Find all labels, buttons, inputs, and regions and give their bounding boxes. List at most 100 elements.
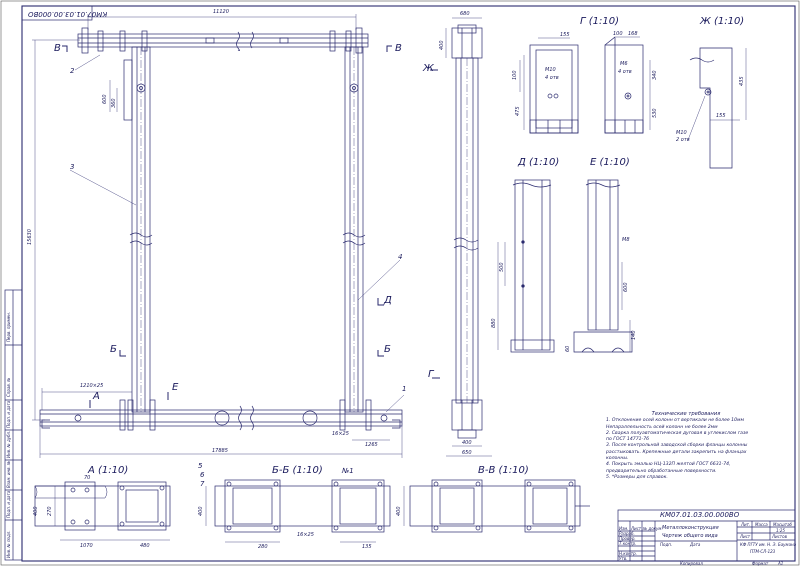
callout-n1: №1 bbox=[342, 467, 354, 475]
g-m6: М6 bbox=[620, 61, 628, 67]
dim-650: 650 bbox=[462, 450, 472, 456]
stamp-designation: КМ07.01.03.00.000ВО bbox=[660, 511, 740, 519]
d-500: 500 bbox=[499, 262, 505, 272]
dim-15630: 15630 bbox=[27, 229, 33, 245]
tech-line: 4. Покрыть эмалью НЦ-132П желтой ГОСТ 66… bbox=[606, 462, 731, 468]
stamp-doc: № докум. bbox=[643, 526, 663, 531]
e-140: 140 bbox=[631, 330, 637, 340]
dim-1265: 1265 bbox=[365, 442, 378, 448]
stamp-title-2: Чертеж общего вида bbox=[662, 533, 718, 539]
strip-inv-podl: Инв. № подл. bbox=[6, 530, 11, 558]
g-m10: М10 bbox=[545, 67, 556, 73]
tech-line: 2. Сварка полуавтоматическая дуговая в у… bbox=[606, 430, 749, 436]
g-4otv: 4 отв bbox=[545, 75, 559, 81]
b-135: 135 bbox=[362, 544, 372, 550]
dim-1210: 1210×25 bbox=[80, 383, 104, 389]
stamp-razrab: Разраб. bbox=[619, 531, 635, 536]
stamp-format: Формат bbox=[752, 561, 769, 566]
stamp-copied: Копировал bbox=[680, 561, 703, 566]
stamp-list: Лист bbox=[631, 526, 642, 531]
d-880: 880 bbox=[491, 318, 497, 328]
stamp-org-1: КФ ПГТУ им. Н. Э. Баумана bbox=[740, 542, 797, 547]
strip-podp1: Подп. и дата bbox=[6, 400, 11, 428]
stamp-hdr-sheet: Лист bbox=[740, 534, 751, 539]
strip-inv-dubl: Инв. № дубл. bbox=[6, 430, 11, 458]
marker-e: Е bbox=[172, 382, 179, 393]
stamp-title-1: Металлоконструкция bbox=[662, 525, 719, 531]
marker-a: А bbox=[93, 391, 100, 402]
stamp-format-value: А1 bbox=[778, 561, 784, 566]
callout-4: 4 bbox=[398, 253, 403, 261]
marker-bb1: Б bbox=[110, 344, 117, 355]
tech-line: 3. После контрольной заводской сборки фл… bbox=[606, 443, 748, 449]
marker-b1: В bbox=[54, 43, 61, 54]
stamp-utv: Утв. bbox=[619, 556, 628, 561]
marker-b2: В bbox=[395, 43, 402, 54]
view-title-g: Г (1:10) bbox=[580, 16, 620, 27]
dim-1120: 11120 bbox=[213, 9, 229, 15]
stamp-hdr-mass: Масса bbox=[755, 522, 768, 527]
b-400: 400 bbox=[198, 506, 204, 516]
tech-line: Непараллельность осей колонн не более 2м… bbox=[606, 424, 718, 430]
marker-d: Д bbox=[384, 295, 392, 306]
g-168: 168 bbox=[628, 31, 638, 37]
callout-6: 6 bbox=[200, 471, 205, 479]
dim-400a: 400 bbox=[439, 40, 445, 50]
e-60: 60 bbox=[565, 345, 571, 352]
tech-line: расстыковать. Крепежные детали закрепить… bbox=[606, 449, 747, 455]
tech-line: предварительно обработанные поверхности. bbox=[606, 468, 717, 474]
b-16x25: 16×25 bbox=[297, 532, 314, 538]
g-155: 155 bbox=[560, 32, 570, 38]
callout-3: 3 bbox=[70, 163, 75, 171]
stamp-sign: Подп. bbox=[660, 542, 673, 547]
v-400: 400 bbox=[396, 506, 402, 516]
marker-zh: Ж bbox=[423, 63, 434, 74]
zh-155: 155 bbox=[716, 113, 726, 119]
stamp-nkontr: Н.контр. bbox=[619, 551, 637, 556]
a-400: 400 bbox=[33, 506, 39, 516]
stamp-izm: Изм. bbox=[619, 526, 629, 531]
zh-m10: М10 bbox=[676, 130, 687, 136]
dim-16x25: 16×25 bbox=[332, 431, 349, 437]
zh-2otv: 2 отв bbox=[676, 137, 690, 143]
a-480: 480 bbox=[140, 543, 150, 549]
callout-2: 2 bbox=[70, 67, 75, 75]
callout-5: 5 bbox=[198, 462, 203, 470]
stamp-hdr-lit: Лит. bbox=[741, 522, 751, 527]
view-title-vv: В-В (1:10) bbox=[478, 465, 529, 476]
tech-line: 5. *Размеры для справок. bbox=[606, 474, 668, 480]
e-m8: М8 bbox=[622, 237, 630, 243]
strip-sprav: Справ. № bbox=[6, 377, 11, 397]
stamp-scale: 1:25 bbox=[776, 528, 785, 533]
top-designation: КМ07.01.03.00.000ВО bbox=[28, 10, 108, 18]
marker-bb2: Б bbox=[384, 344, 391, 355]
callout-7: 7 bbox=[200, 480, 205, 488]
dim-680: 680 bbox=[460, 11, 470, 17]
view-title-zh: Ж (1:10) bbox=[700, 16, 745, 27]
g-475: 475 bbox=[515, 106, 521, 116]
tech-title: Технические требования bbox=[651, 411, 721, 417]
view-title-a: А (1:10) bbox=[88, 465, 129, 476]
stamp-org-2: ПТМ-СЛ-123 bbox=[750, 549, 776, 554]
g-100: 100 bbox=[512, 70, 518, 80]
stamp-hdr-sheets: Листов bbox=[772, 534, 787, 539]
stamp-tkontr: Т.контр. bbox=[619, 541, 637, 546]
callout-1: 1 bbox=[402, 385, 407, 393]
a-1070: 1070 bbox=[80, 543, 93, 549]
view-title-e: Е (1:10) bbox=[590, 157, 630, 168]
a-270: 270 bbox=[47, 506, 53, 516]
view-title-d: Д (1:10) bbox=[518, 157, 560, 168]
technical-requirements: Технические требования 1. Отклонение осе… bbox=[606, 411, 766, 481]
g-530: 530 bbox=[652, 108, 658, 118]
dim-17885: 17885 bbox=[212, 448, 228, 454]
dim-400b: 400 bbox=[462, 440, 472, 446]
view-title-bb: Б-Б (1:10) bbox=[272, 465, 323, 476]
stamp-prov: Провер. bbox=[619, 536, 636, 541]
tech-line: колонны. bbox=[606, 456, 629, 462]
g-340: 340 bbox=[652, 70, 658, 80]
g-4otvb: 4 отв bbox=[618, 69, 632, 75]
e-600: 600 bbox=[623, 282, 629, 292]
zh-435: 435 bbox=[739, 76, 745, 86]
tech-line: по ГОСТ 14771-76 bbox=[606, 437, 650, 443]
